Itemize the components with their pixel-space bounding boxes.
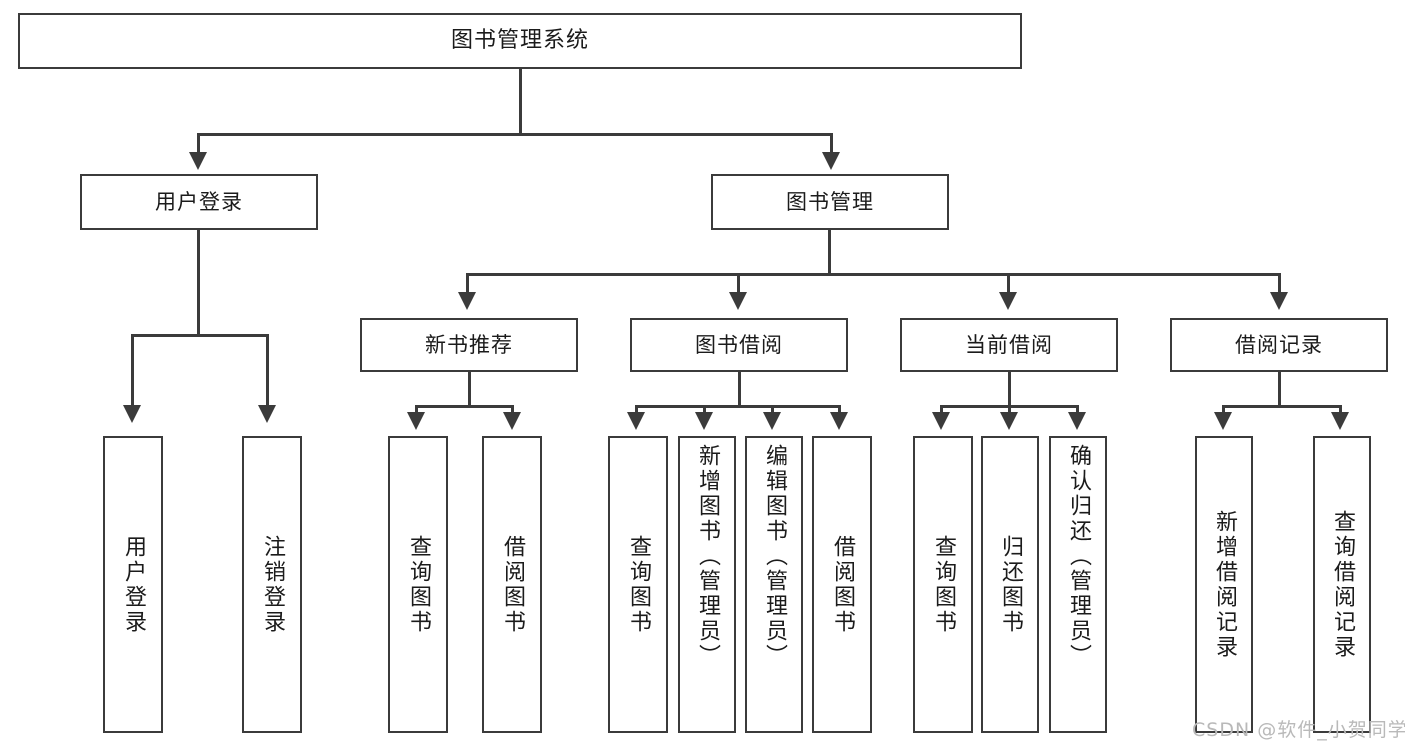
connector-user-login-bar: [131, 334, 269, 337]
node-borrow-record[interactable]: 借阅记录: [1170, 318, 1388, 372]
connector-to-current-borrow: [1007, 273, 1010, 295]
node-leaf-query-record[interactable]: 查询借阅记录: [1313, 436, 1371, 733]
node-label: 借阅图书: [830, 534, 855, 635]
arrowhead-leaf-query-book-2: [627, 412, 645, 430]
node-label: 查询图书: [931, 534, 956, 635]
connector-new-book-recommend-stem: [468, 372, 471, 408]
connector-to-leaf-edit-book: [771, 405, 774, 415]
node-leaf-add-book[interactable]: 新增图书（管理员）: [678, 436, 736, 733]
arrowhead-leaf-query-book-1: [407, 412, 425, 430]
connector-to-borrow-record: [1278, 273, 1281, 295]
connector-to-leaf-borrow-book-1: [511, 405, 514, 415]
connector-to-leaf-query-book-2: [635, 405, 638, 415]
arrowhead-leaf-logout: [258, 405, 276, 423]
connector-to-leaf-return-book: [1008, 405, 1011, 415]
node-leaf-confirm-return[interactable]: 确认归还（管理员）: [1049, 436, 1107, 733]
arrowhead-leaf-borrow-book-2: [830, 412, 848, 430]
node-label: 新增图书（管理员）: [695, 444, 720, 669]
connector-root-stem: [519, 69, 522, 136]
connector-to-leaf-query-book-3: [940, 405, 943, 415]
connector-current-borrow-stem: [1008, 372, 1011, 408]
node-label: 查询图书: [406, 534, 431, 635]
connector-book-manage-stem: [828, 230, 831, 276]
arrowhead-leaf-add-record: [1214, 412, 1232, 430]
node-user-login[interactable]: 用户登录: [80, 174, 318, 230]
node-leaf-borrow-book-1[interactable]: 借阅图书: [482, 436, 542, 733]
arrowhead-leaf-borrow-book-1: [503, 412, 521, 430]
connector-root-to-user-login: [197, 133, 200, 155]
connector-borrow-record-bar: [1222, 405, 1342, 408]
arrowhead-leaf-edit-book: [763, 412, 781, 430]
node-label: 新书推荐: [425, 332, 513, 357]
arrowhead-book-borrow: [729, 292, 747, 310]
arrowhead-leaf-confirm-return: [1068, 412, 1086, 430]
node-label: 用户登录: [155, 189, 243, 214]
node-label: 用户登录: [121, 534, 146, 635]
node-leaf-return-book[interactable]: 归还图书: [981, 436, 1039, 733]
arrowhead-current-borrow: [999, 292, 1017, 310]
arrowhead-leaf-return-book: [1000, 412, 1018, 430]
arrowhead-leaf-query-record: [1331, 412, 1349, 430]
node-label: 查询图书: [626, 534, 651, 635]
node-label: 图书借阅: [695, 332, 783, 357]
node-leaf-edit-book[interactable]: 编辑图书（管理员）: [745, 436, 803, 733]
node-label: 图书管理: [786, 189, 874, 214]
node-label: 注销登录: [260, 534, 285, 635]
arrowhead-book-manage: [822, 152, 840, 170]
connector-to-leaf-logout: [266, 334, 269, 408]
connector-to-leaf-borrow-book-2: [838, 405, 841, 415]
arrowhead-new-book-recommend: [458, 292, 476, 310]
node-leaf-query-book-3[interactable]: 查询图书: [913, 436, 973, 733]
node-book-borrow[interactable]: 图书借阅: [630, 318, 848, 372]
connector-user-login-stem: [197, 230, 200, 337]
connector-to-book-borrow: [737, 273, 740, 295]
connector-to-leaf-user-login: [131, 334, 134, 408]
node-label: 查询借阅记录: [1330, 509, 1355, 660]
connector-new-book-recommend-bar: [415, 405, 514, 408]
connector-borrow-record-stem: [1278, 372, 1281, 408]
connector-to-leaf-confirm-return: [1076, 405, 1079, 415]
node-root-system[interactable]: 图书管理系统: [18, 13, 1022, 69]
node-label: 借阅图书: [500, 534, 525, 635]
connector-book-manage-bar: [466, 273, 1281, 276]
node-leaf-borrow-book-2[interactable]: 借阅图书: [812, 436, 872, 733]
arrowhead-user-login: [189, 152, 207, 170]
node-new-book-recommend[interactable]: 新书推荐: [360, 318, 578, 372]
connector-to-new-book-recommend: [466, 273, 469, 295]
connector-to-leaf-query-book-1: [415, 405, 418, 415]
connector-book-borrow-bar: [635, 405, 841, 408]
node-book-manage[interactable]: 图书管理: [711, 174, 949, 230]
node-leaf-add-record[interactable]: 新增借阅记录: [1195, 436, 1253, 733]
connector-to-leaf-add-book: [703, 405, 706, 415]
arrowhead-leaf-add-book: [695, 412, 713, 430]
node-label: 当前借阅: [965, 332, 1053, 357]
node-current-borrow[interactable]: 当前借阅: [900, 318, 1118, 372]
connector-root-bar: [197, 133, 833, 136]
arrowhead-leaf-user-login: [123, 405, 141, 423]
node-label: 新增借阅记录: [1212, 509, 1237, 660]
connector-to-leaf-add-record: [1222, 405, 1225, 415]
csdn-watermark: CSDN @软件_小贺同学: [1192, 719, 1405, 741]
node-leaf-user-login[interactable]: 用户登录: [103, 436, 163, 733]
node-label: 借阅记录: [1235, 332, 1323, 357]
node-label: 归还图书: [998, 534, 1023, 635]
connector-book-borrow-stem: [738, 372, 741, 408]
connector-to-leaf-query-record: [1339, 405, 1342, 415]
node-label: 图书管理系统: [450, 28, 589, 54]
node-leaf-logout[interactable]: 注销登录: [242, 436, 302, 733]
node-leaf-query-book-1[interactable]: 查询图书: [388, 436, 448, 733]
node-label: 编辑图书（管理员）: [762, 444, 787, 669]
arrowhead-leaf-query-book-3: [932, 412, 950, 430]
connector-root-to-book-manage: [830, 133, 833, 155]
node-leaf-query-book-2[interactable]: 查询图书: [608, 436, 668, 733]
node-label: 确认归还（管理员）: [1066, 444, 1091, 669]
arrowhead-borrow-record: [1270, 292, 1288, 310]
